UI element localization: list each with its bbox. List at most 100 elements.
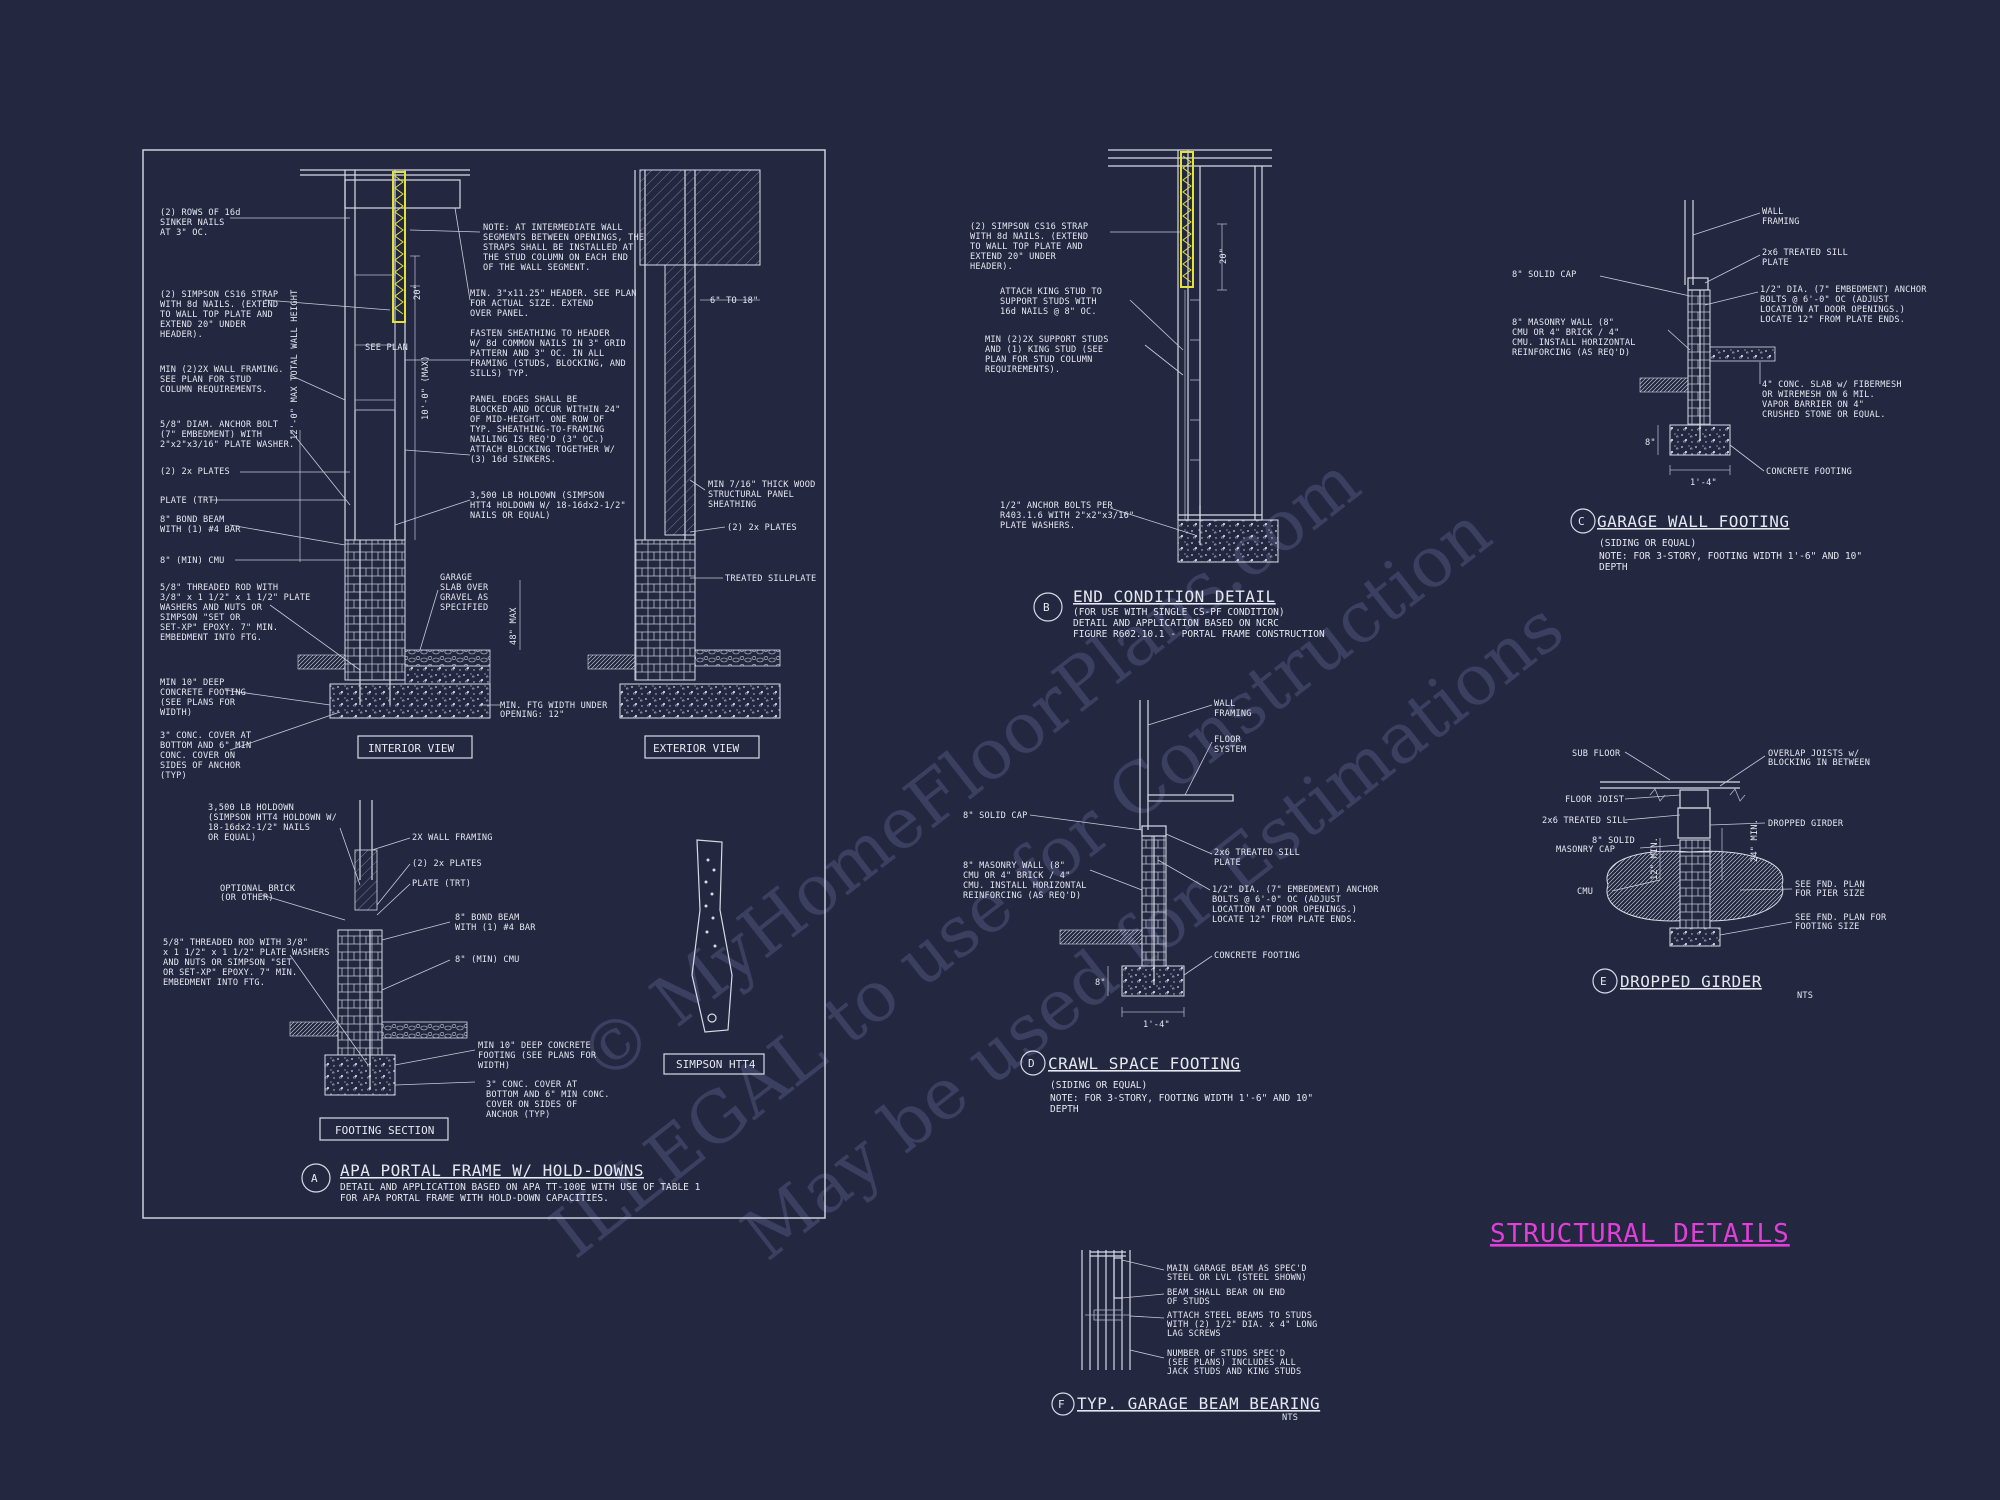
- detail-d-sub: (SIDING OR EQUAL)NOTE: FOR 3-STORY, FOOT…: [1050, 1080, 1313, 1115]
- note-fs-optional-brick: OPTIONAL BRICK(OR OTHER): [220, 884, 296, 903]
- dim-48-max: 48" MAX: [509, 607, 519, 645]
- detail-f-nts: NTS: [1282, 1413, 1298, 1423]
- detail-f-title: TYP. GARAGE BEAM BEARING: [1077, 1394, 1320, 1413]
- note-a-plate-trt: PLATE (TRT): [160, 496, 219, 506]
- note-a-ext-2x-plates: (2) 2x PLATES: [727, 523, 797, 533]
- note-c-solid-cap: 8" SOLID CAP: [1512, 270, 1577, 280]
- dim-6-to-18: 6" TO 18": [710, 296, 758, 306]
- interior-view-label: INTERIOR VIEW: [368, 742, 454, 755]
- detail-f-letter: F: [1058, 1398, 1065, 1411]
- footing-section-label-box: [319, 1117, 449, 1141]
- detail-c-title: GARAGE WALL FOOTING: [1597, 512, 1790, 531]
- detail-e-marker: [1592, 968, 1618, 994]
- dim-20-b: 20": [1219, 248, 1229, 264]
- note-d-concrete-footing: CONCRETE FOOTING: [1214, 951, 1300, 961]
- detail-a-border: [142, 149, 826, 1219]
- detail-e-letter: E: [1600, 975, 1607, 988]
- see-plan-label: SEE PLAN: [365, 343, 408, 353]
- note-fs-2x-plates: (2) 2x PLATES: [412, 859, 482, 869]
- note-c-masonry-wall: 8" MASONRY WALL (8"CMU OR 4" BRICK / 4"C…: [1512, 318, 1636, 358]
- dim-c-depth: 8": [1645, 438, 1656, 448]
- detail-f-marker: [1051, 1392, 1075, 1416]
- detail-d-marker: [1020, 1050, 1046, 1076]
- note-a-treated-sillplate: TREATED SILLPLATE: [725, 574, 816, 584]
- dim-c-width: 1'-4": [1690, 478, 1717, 488]
- interior-view-label-box: [357, 735, 473, 759]
- detail-d-title: CRAWL SPACE FOOTING: [1048, 1054, 1241, 1073]
- detail-e-title: DROPPED GIRDER: [1620, 972, 1762, 991]
- exterior-view-label-box: [644, 735, 760, 759]
- simpson-htt4-label-box: [663, 1053, 765, 1075]
- exterior-view-label: EXTERIOR VIEW: [653, 742, 739, 755]
- dim-d-depth: 8": [1095, 978, 1106, 988]
- detail-b-desc: (FOR USE WITH SINGLE CS-PF CONDITION)DET…: [1073, 607, 1325, 640]
- detail-c-marker: [1570, 508, 1596, 534]
- note-e-dropped-girder: DROPPED GIRDER: [1768, 819, 1844, 829]
- note-fs-holdown: 3,500 LB HOLDOWN(SIMPSON HTT4 HOLDOWN W/…: [208, 803, 337, 843]
- interior-view-drawing: SEE PLAN 20" 10'-0" (MAX) 12'-0" MAX TOT…: [290, 169, 521, 759]
- detail-b-title: END CONDITION DETAIL: [1073, 587, 1276, 606]
- detail-a-letter: A: [311, 1172, 318, 1185]
- detail-b-letter: B: [1043, 601, 1050, 614]
- note-d-masonry-wall: 8" MASONRY WALL (8"CMU OR 4" BRICK / 4"C…: [963, 861, 1087, 901]
- detail-e-dropped-girder: 12" MIN. 24" MIN. SUB FLOOR OVERLAP JOIS…: [1542, 749, 1887, 1001]
- detail-e-nts: NTS: [1797, 991, 1813, 1001]
- note-e-sill: 2x6 TREATED SILL: [1542, 816, 1628, 826]
- note-fs-cmu: 8" (MIN) CMU: [455, 955, 520, 965]
- note-c-concrete-footing: CONCRETE FOOTING: [1766, 467, 1852, 477]
- note-fs-wall-framing: 2X WALL FRAMING: [412, 833, 493, 843]
- note-a-anchor-bolt: 5/8" DIAM. ANCHOR BOLT(7" EMBEDMENT) WIT…: [160, 420, 294, 450]
- detail-a-desc: DETAIL AND APPLICATION BASED ON APA TT-1…: [340, 1182, 701, 1204]
- detail-a-portal-frame: SEE PLAN 20" 10'-0" (MAX) 12'-0" MAX TOT…: [142, 149, 826, 1219]
- sheet-title: STRUCTURAL DETAILS: [1490, 1219, 1790, 1249]
- dim-e-12: 12" MIN.: [1650, 837, 1660, 880]
- footing-section-label: FOOTING SECTION: [335, 1124, 434, 1137]
- dim-total-height: 12'-0" MAX TOTAL WALL HEIGHT: [290, 290, 300, 440]
- detail-a-footing-notes: 3,500 LB HOLDOWN(SIMPSON HTT4 HOLDOWN W/…: [163, 803, 610, 1120]
- note-e-floor-joist: FLOOR JOIST: [1565, 795, 1624, 805]
- dim-e-24: 24" MIN.: [1750, 819, 1760, 862]
- simpson-htt4-drawing: SIMPSON HTT4: [663, 839, 765, 1075]
- note-a-cmu: 8" (MIN) CMU: [160, 556, 225, 566]
- detail-a-leaders: [210, 207, 726, 1086]
- note-e-overlap-joists: OVERLAP JOISTS w/BLOCKING IN BETWEEN: [1768, 749, 1870, 768]
- note-d-solid-cap: 8" SOLID CAP: [963, 811, 1028, 821]
- detail-a-title: APA PORTAL FRAME W/ HOLD-DOWNS: [340, 1161, 644, 1180]
- detail-c-sub: (SIDING OR EQUAL)NOTE: FOR 3-STORY, FOOT…: [1599, 538, 1862, 573]
- strap-highlight-b: [1180, 151, 1194, 288]
